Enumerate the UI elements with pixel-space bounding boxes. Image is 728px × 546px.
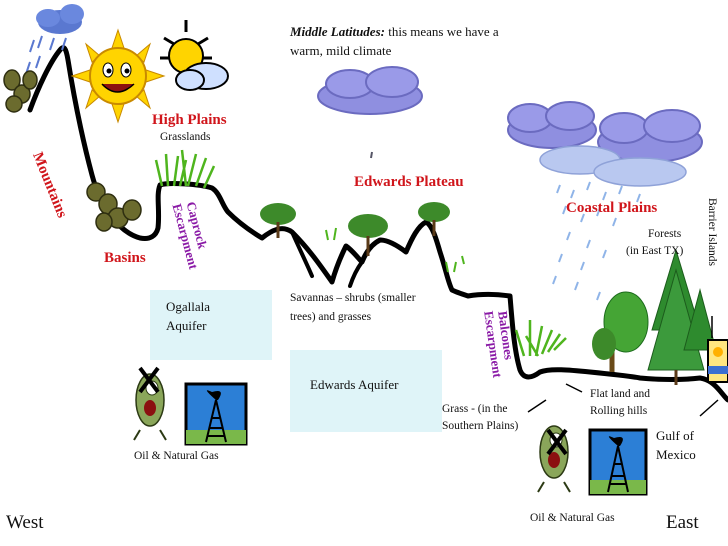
forests-line2: (in East TX) — [626, 245, 684, 257]
savannas-line1: Savannas – shrubs (smaller — [290, 292, 416, 304]
no-symbol-icon — [138, 366, 568, 456]
edwards-aquifer-box — [290, 350, 442, 432]
ogallala-aquifer-line1: Ogallala — [166, 299, 211, 314]
beach-icon — [707, 339, 728, 383]
savannas-line2: trees) and grasses — [290, 311, 372, 323]
forest-icon — [592, 248, 717, 385]
rain-clouds-east-icon — [507, 101, 703, 301]
direction-west: West — [6, 512, 44, 533]
gulf-of-mexico-line2: Mexico — [656, 447, 696, 462]
storm-cloud-icon — [317, 66, 423, 159]
edwards-aquifer-label: Edwards Aquifer — [310, 377, 399, 392]
middle-latitudes-note: Middle Latitudes: this means we have a — [290, 24, 499, 40]
flat-land-line2: Rolling hills — [590, 405, 648, 417]
sun-icon — [70, 28, 166, 124]
ogallala-aquifer-line2: Aquifer — [166, 318, 207, 333]
gulf-of-mexico-line1: Gulf of — [656, 428, 694, 443]
ogallala-aquifer-box — [150, 290, 272, 360]
flat-land-line1: Flat land and — [590, 388, 651, 400]
region-high-plains: High Plains — [152, 112, 227, 128]
grasslands-label: Grasslands — [160, 131, 211, 143]
pointer-arrows — [527, 316, 719, 417]
middle-latitudes-title: Middle Latitudes: — [290, 24, 385, 39]
terrain-profile-line — [27, 45, 728, 403]
direction-east: East — [666, 512, 699, 533]
middle-latitudes-line2: warm, mild climate — [290, 43, 392, 58]
region-coastal-plains: Coastal Plains — [566, 200, 658, 216]
plateau-ridge-lines — [290, 230, 364, 288]
grass-southern-plains-line1: Grass - (in the — [442, 403, 508, 415]
grass-icon — [154, 149, 567, 357]
oil-gas-west-label: Oil & Natural Gas — [134, 450, 219, 462]
oil-derrick-icon — [184, 382, 648, 496]
barrier-islands-label: Barrier Islands — [706, 198, 718, 267]
rain-cloud-icon — [25, 4, 84, 75]
middle-latitudes-line1: this means we have a — [384, 24, 499, 39]
grass-southern-plains-line2: Southern Plains) — [442, 420, 519, 432]
mountain-shrubs-icon — [3, 69, 142, 232]
region-edwards-plateau: Edwards Plateau — [354, 174, 464, 190]
oil-gas-east-label: Oil & Natural Gas — [530, 512, 615, 524]
forests-line1: Forests — [648, 228, 682, 240]
partly-cloudy-icon — [160, 20, 229, 91]
tree-icon — [260, 202, 465, 273]
region-basins: Basins — [104, 250, 146, 266]
